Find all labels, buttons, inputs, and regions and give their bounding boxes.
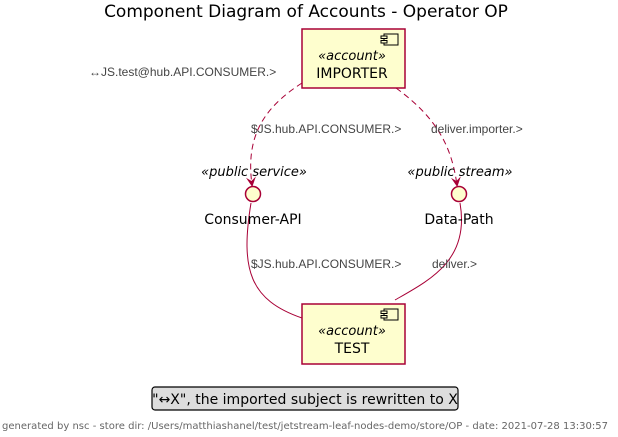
component-test-stereotype: «account»: [318, 324, 386, 339]
edge-test-data-path: [394, 202, 462, 301]
component-icon: [380, 33, 399, 46]
edge-importer-data-path: [395, 87, 461, 187]
component-test-name: TEST: [334, 341, 370, 357]
interface-consumer-api[interactable]: «public service» Consumer-API: [201, 165, 307, 228]
interface-data-path-stereotype: «public stream»: [407, 165, 512, 180]
interface-consumer-api-circle: [244, 185, 262, 203]
interface-data-path-circle: [450, 185, 468, 203]
diagram-title: Component Diagram of Accounts - Operator…: [104, 2, 508, 22]
legend: "↔X", the imported subject is rewritten …: [151, 386, 459, 411]
component-icon: [380, 308, 399, 321]
component-importer-name: IMPORTER: [316, 66, 388, 82]
edge-test-consumer-api: [246, 202, 303, 319]
component-importer-stereotype: «account»: [318, 49, 386, 64]
interface-data-path-name: Data-Path: [424, 212, 493, 228]
edge-label-test-consumer-api: $JS.hub.API.CONSUMER.>: [251, 257, 401, 271]
interface-data-path[interactable]: «public stream» Data-Path: [407, 165, 512, 228]
component-importer[interactable]: «account» IMPORTER: [301, 28, 406, 89]
interface-consumer-api-stereotype: «public service»: [201, 165, 307, 180]
footer-text: generated by nsc - store dir: /Users/mat…: [2, 421, 608, 432]
legend-text: "↔X", the imported subject is rewritten …: [152, 392, 458, 408]
importer-import-label: ↔JS.test@hub.API.CONSUMER.>: [89, 65, 276, 79]
edge-label-importer-data-path: deliver.importer.>: [431, 122, 523, 136]
edge-label-test-data-path: deliver.>: [432, 257, 477, 271]
edge-label-importer-consumer-api: $JS.hub.API.CONSUMER.>: [251, 122, 401, 136]
interface-consumer-api-name: Consumer-API: [204, 212, 301, 228]
component-test[interactable]: «account» TEST: [301, 303, 406, 365]
edge-importer-consumer-api: [245, 82, 303, 187]
